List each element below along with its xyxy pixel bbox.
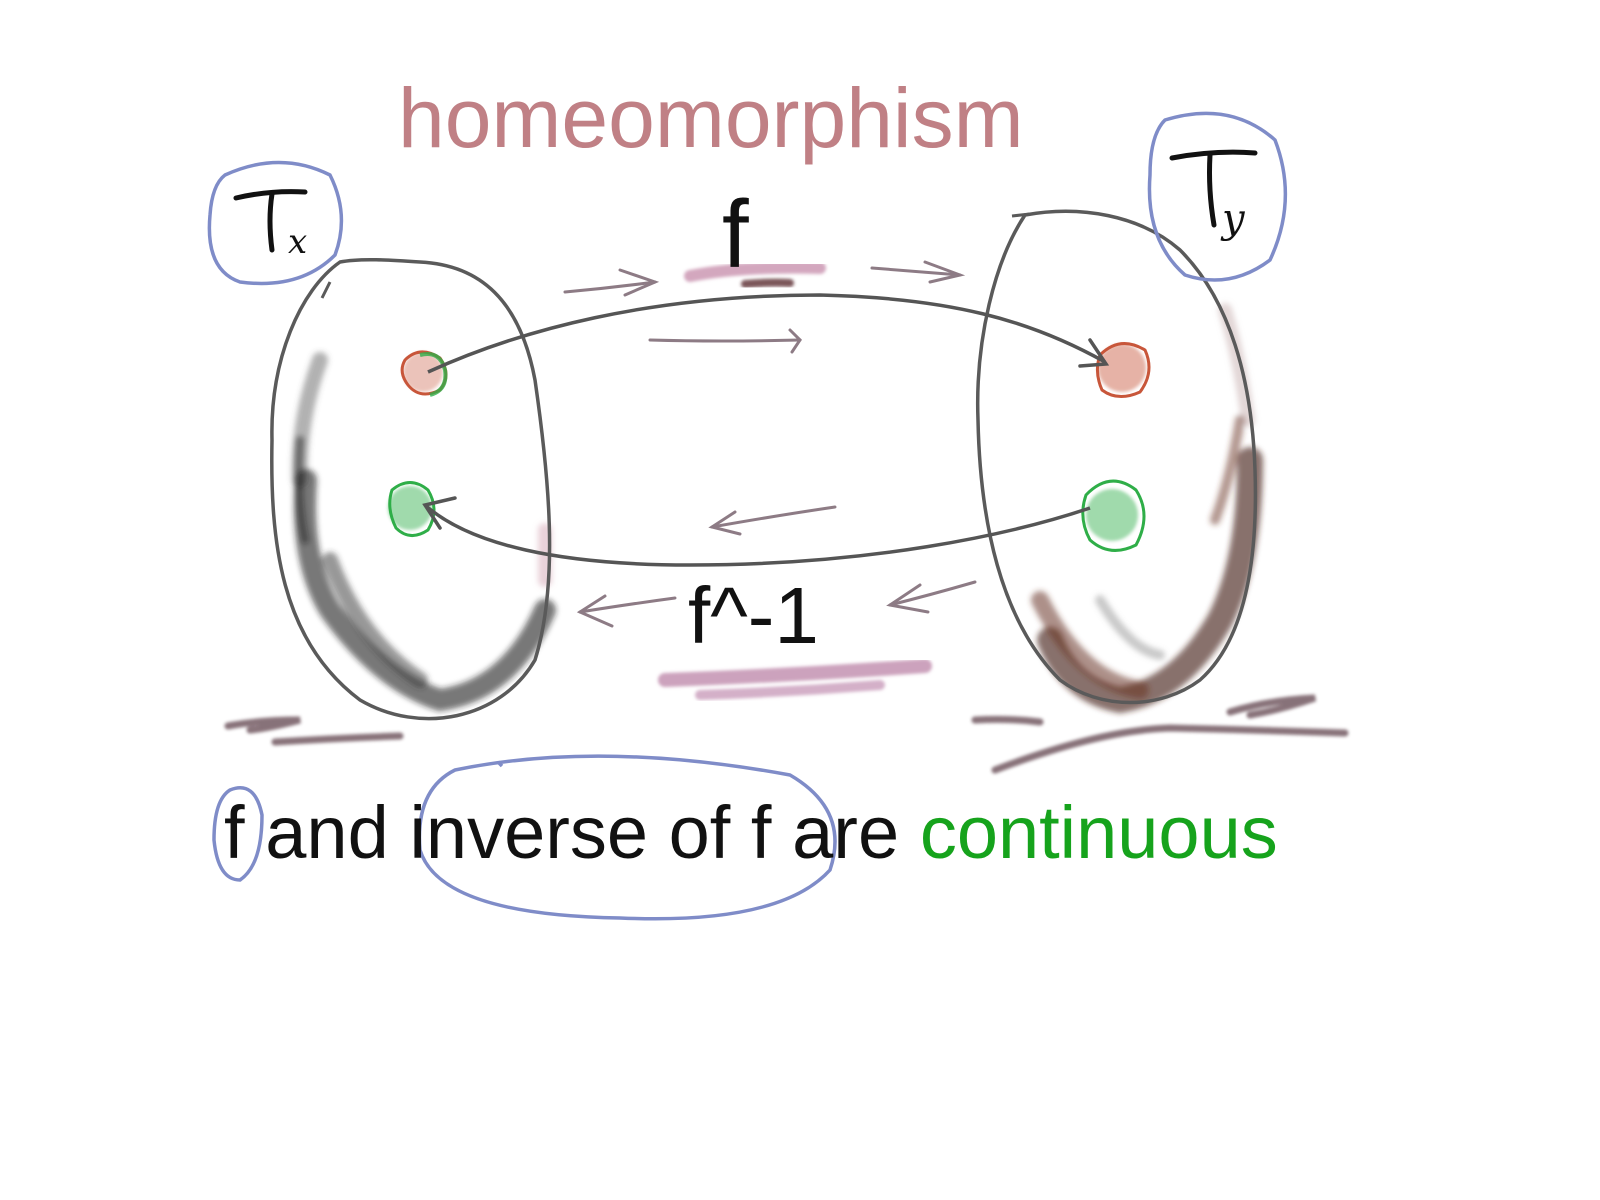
- space-y-label: Ty: [1222, 196, 1245, 242]
- circle-around-inverse: [417, 754, 837, 921]
- map-f-arrowhead: [1078, 338, 1110, 368]
- right-oval-shading: [1031, 303, 1263, 714]
- direction-arrows: [563, 260, 977, 628]
- circle-annotations: [207, 111, 1288, 921]
- diagram-title: homeomorphism: [398, 71, 1024, 165]
- ground-strokes: [224, 694, 1349, 774]
- space-x-symbol: [233, 189, 308, 253]
- f-highlight: [684, 261, 826, 288]
- circle-around-f: [212, 786, 264, 882]
- caption-inverse-of-f: inverse of f: [409, 791, 772, 874]
- right-space-outline: [975, 209, 1258, 705]
- space-y-sub: y: [1222, 196, 1245, 242]
- right-point-lower: [1081, 479, 1146, 552]
- space-x-label: Tx: [288, 222, 307, 262]
- left-space-outline-tick: [320, 281, 332, 299]
- map-inverse-curve: [423, 503, 1091, 567]
- left-point-upper: [400, 350, 448, 397]
- caption-and: and: [265, 791, 389, 874]
- caption-are: are: [792, 791, 900, 874]
- left-oval-shading: [291, 352, 556, 712]
- circle-around-tx: [207, 160, 344, 286]
- caption-f: f: [224, 791, 245, 874]
- left-point-lower: [388, 481, 436, 537]
- caption-continuous: continuous: [919, 791, 1278, 874]
- inverse-map-label: f^-1: [688, 571, 819, 660]
- circle-around-ty: [1147, 111, 1288, 282]
- inverse-highlight: [658, 659, 932, 700]
- left-space-outline: [270, 257, 552, 721]
- map-label: f: [722, 181, 749, 288]
- space-y-symbol: [1169, 149, 1258, 228]
- circle-around-inverse-dot: [496, 760, 504, 768]
- right-point-upper: [1095, 342, 1151, 398]
- map-inverse-arrowhead: [422, 496, 457, 530]
- right-space-outline-tick: [1011, 212, 1031, 218]
- space-x-sub: x: [288, 222, 308, 262]
- map-f-curve: [427, 293, 1106, 374]
